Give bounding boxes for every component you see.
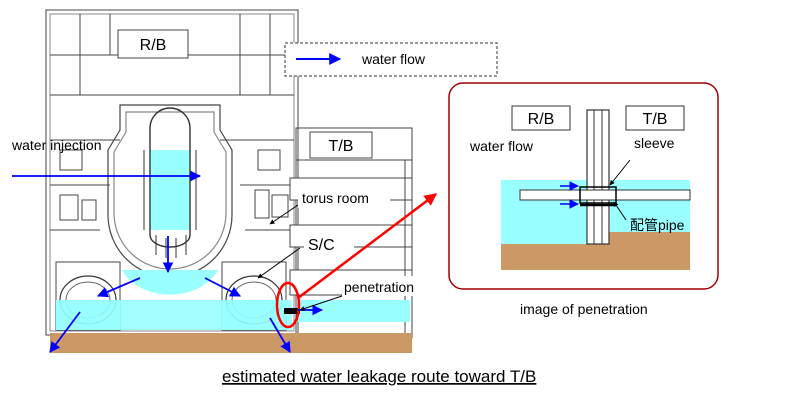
inset-water-right: [610, 180, 690, 232]
sc-label: S/C: [308, 237, 335, 254]
inset-tb-box: [625, 105, 685, 131]
sc-label-bg: [304, 232, 354, 254]
tb-label-box: [309, 131, 373, 159]
rb-label: R/B: [140, 37, 167, 54]
legend-label: water flow: [361, 51, 426, 67]
tb-floor-water: [298, 300, 410, 322]
inset-rb-label: R/B: [528, 111, 555, 128]
inset-rb-box: [511, 105, 571, 131]
inset-sleeve: [579, 186, 617, 204]
tb-label: T/B: [329, 138, 354, 155]
penetration-highlight: [275, 281, 301, 329]
inset-water-flow-label: water flow: [469, 138, 534, 154]
leak-left-arrow: [49, 311, 81, 353]
inset-ground-step: [587, 232, 690, 246]
inset-sleeve-pointer: [609, 159, 631, 186]
rb-label-box: [117, 29, 189, 59]
zoom-arrow: [297, 193, 437, 299]
to-sc-right-arrow: [204, 277, 241, 297]
water-injection-label: water injection: [11, 137, 102, 153]
penetration-pointer: [299, 295, 343, 311]
inset-pipe-label: 配管pipe: [630, 217, 685, 233]
penetration-pipe: [284, 308, 300, 314]
pcv-water: [122, 270, 218, 295]
torus-room-pointer: [269, 204, 299, 225]
reactor-pressure-vessel: [143, 107, 197, 258]
inset-caption: image of penetration: [520, 301, 648, 317]
penetration-label: penetration: [344, 279, 414, 295]
diagram-caption: estimated water leakage route toward T/B: [222, 367, 536, 386]
torus-room-label-bg: [298, 188, 390, 208]
inset-wall: [586, 109, 610, 245]
torus-room-label: torus room: [302, 190, 369, 206]
sc-pointer: [257, 247, 301, 279]
leak-right-arrow: [269, 317, 291, 353]
rb-floor-water: [56, 300, 292, 330]
to-sc-left-arrow: [97, 277, 141, 298]
penetration-label-bg: [342, 276, 434, 296]
inset-pipe-pointer: [613, 201, 627, 221]
inset-tb-label: T/B: [643, 111, 668, 128]
inset-sleeve-label: sleeve: [634, 135, 675, 151]
flow-arrows: [12, 170, 324, 353]
inset-ground: [501, 244, 690, 270]
ground: [50, 333, 412, 353]
inset-pipe: [519, 189, 691, 201]
